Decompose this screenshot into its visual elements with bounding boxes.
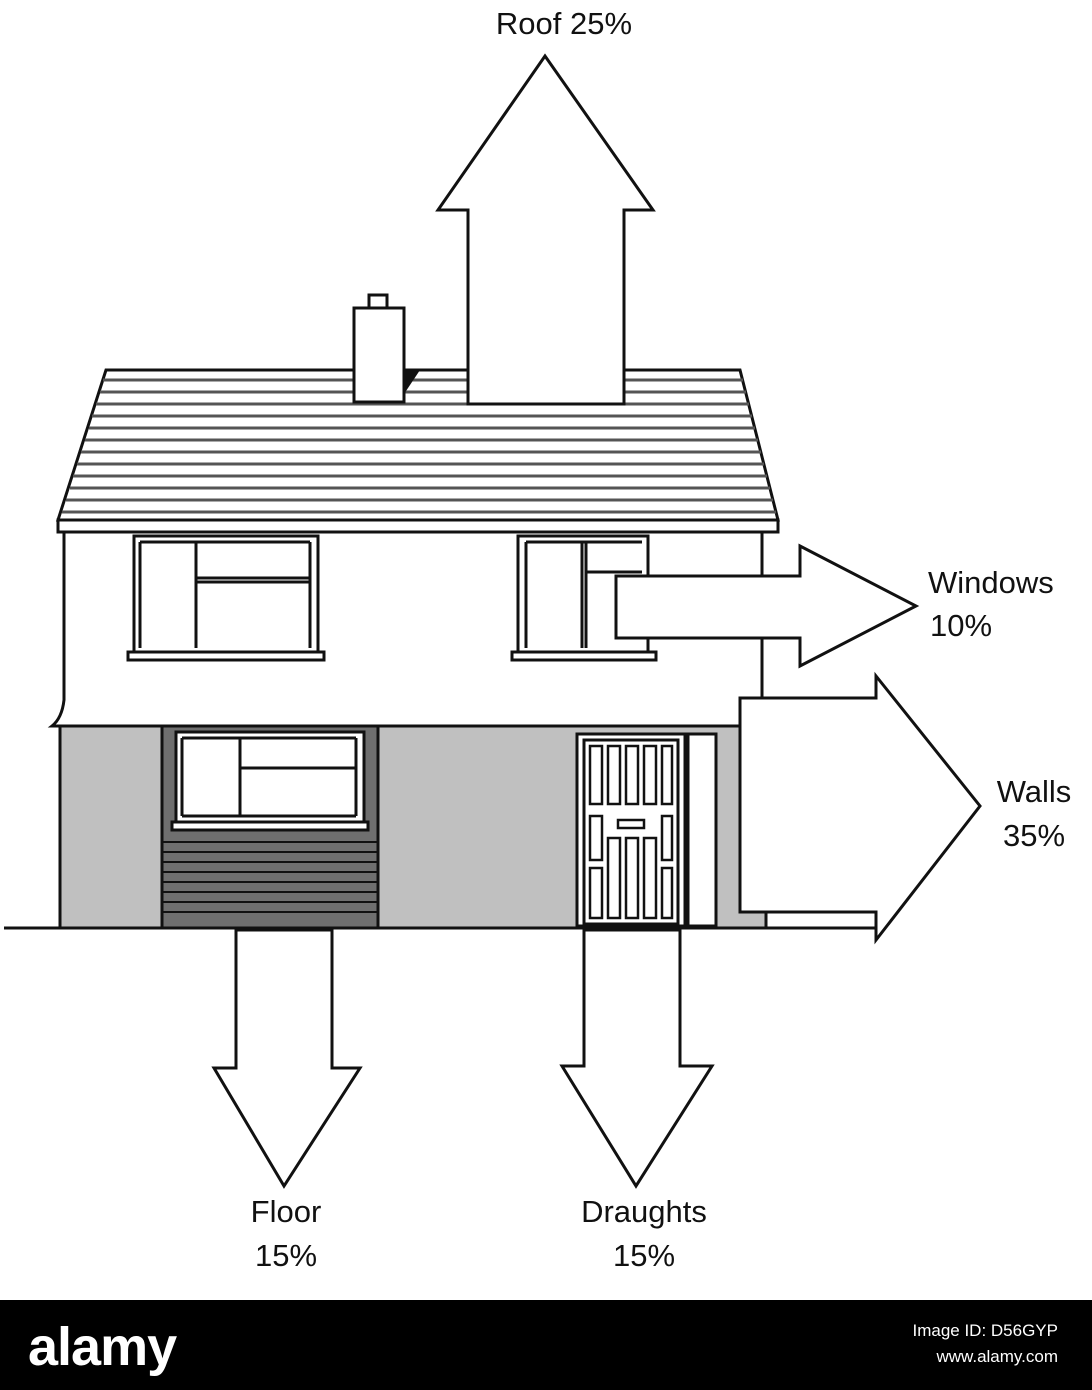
upper-left-window-sill xyxy=(126,650,326,662)
walls-label-value: 35% xyxy=(1003,818,1065,853)
front-door xyxy=(582,738,680,926)
chimney-pot xyxy=(367,293,389,310)
draughts-label-value: 15% xyxy=(613,1238,675,1273)
bay-brick-base xyxy=(162,841,378,913)
roof-fascia xyxy=(56,518,780,534)
draughts-arrow xyxy=(559,928,715,1189)
door-side-light xyxy=(686,732,718,928)
floor-arrow xyxy=(211,928,363,1189)
watermark-footer: alamy Image ID: D56GYP www.alamy.com xyxy=(0,1300,1092,1390)
chimney-flashing xyxy=(404,370,420,394)
roof-tile-lines xyxy=(62,378,776,514)
floor-label-name: Floor xyxy=(251,1194,322,1229)
upper-left-window xyxy=(132,534,320,654)
chimney xyxy=(352,306,406,404)
site-url-text: www.alamy.com xyxy=(936,1347,1058,1366)
image-id-info: Image ID: D56GYP www.alamy.com xyxy=(912,1318,1058,1370)
windows-arrow xyxy=(614,543,920,669)
image-id-text: Image ID: D56GYP xyxy=(912,1321,1058,1340)
walls-arrow xyxy=(738,671,982,945)
upper-right-window-mullions xyxy=(524,540,642,648)
alamy-logo: alamy xyxy=(28,1317,177,1377)
walls-label-name: Walls xyxy=(997,774,1072,809)
roof-label: Roof 25% xyxy=(496,6,632,41)
windows-label-name: Windows xyxy=(928,565,1054,600)
upper-right-window-sill xyxy=(510,650,658,662)
ground-window-sill xyxy=(170,820,370,832)
ground-window xyxy=(174,730,366,824)
windows-label-value: 10% xyxy=(930,608,992,643)
upper-left-window-mullions xyxy=(138,540,312,648)
draughts-label-name: Draughts xyxy=(581,1194,707,1229)
front-door-panels xyxy=(588,744,674,920)
roof-arrow xyxy=(435,53,656,406)
heat-loss-diagram: Roof 25% Windows 10% Walls 35% Floor 15%… xyxy=(4,6,1072,1273)
ground-window-mullions xyxy=(180,736,358,818)
house-illustration: Roof 25% Windows 10% Walls 35% Floor 15%… xyxy=(4,6,1072,1273)
floor-label-value: 15% xyxy=(255,1238,317,1273)
